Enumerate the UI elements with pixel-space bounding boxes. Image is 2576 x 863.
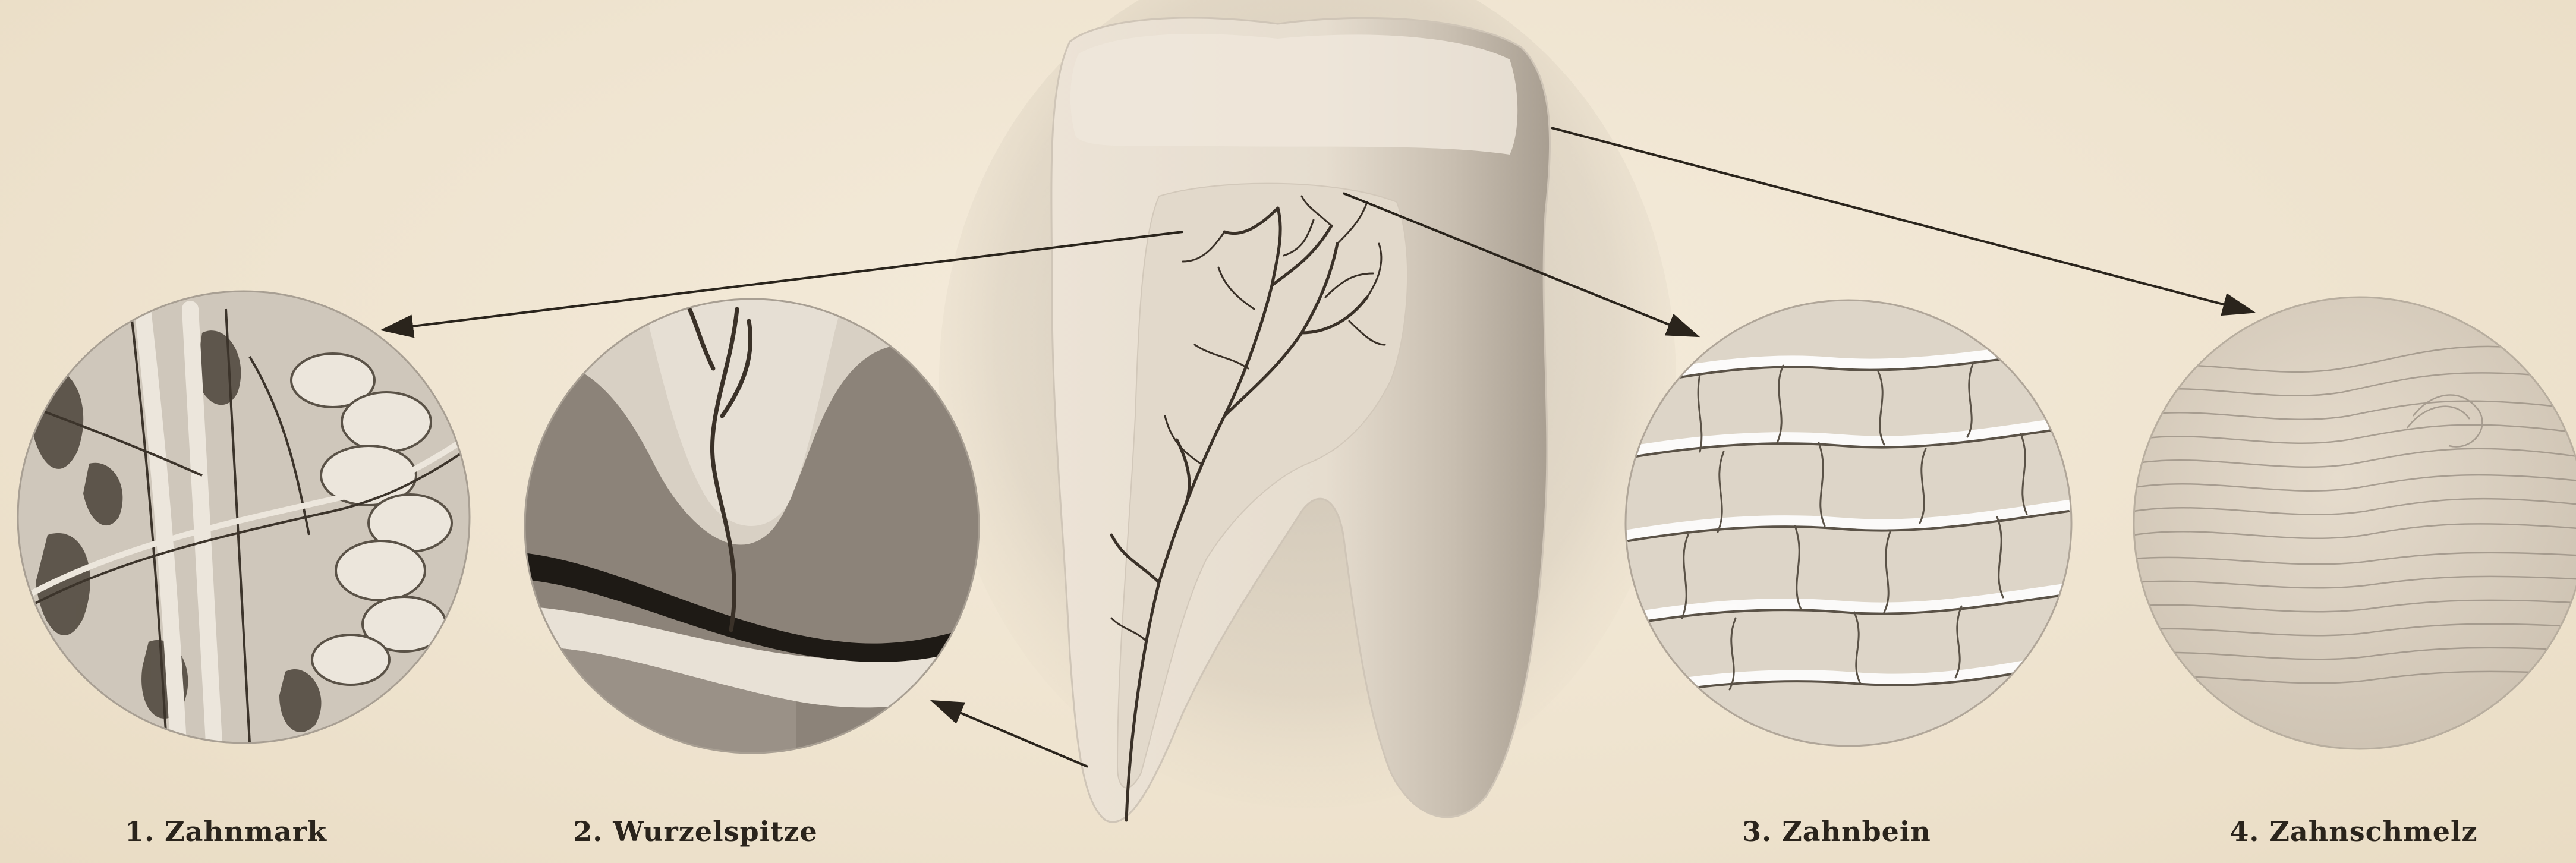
root-tip-magnified-circle	[523, 297, 981, 755]
caption-enamel: 4. Zahnschmelz	[2217, 815, 2490, 848]
arrow-to-root-tip	[933, 701, 1088, 767]
enamel-magnified-circle	[2134, 297, 2576, 749]
caption-pulp: 1. Zahnmark	[107, 815, 345, 848]
caption-root-tip: 2. Wurzelspitze	[571, 815, 820, 848]
caption-dentin: 3. Zahnbein	[1718, 815, 1955, 848]
pulp-magnified-circle	[18, 291, 470, 743]
dentin-magnified-circle	[1626, 300, 2071, 746]
